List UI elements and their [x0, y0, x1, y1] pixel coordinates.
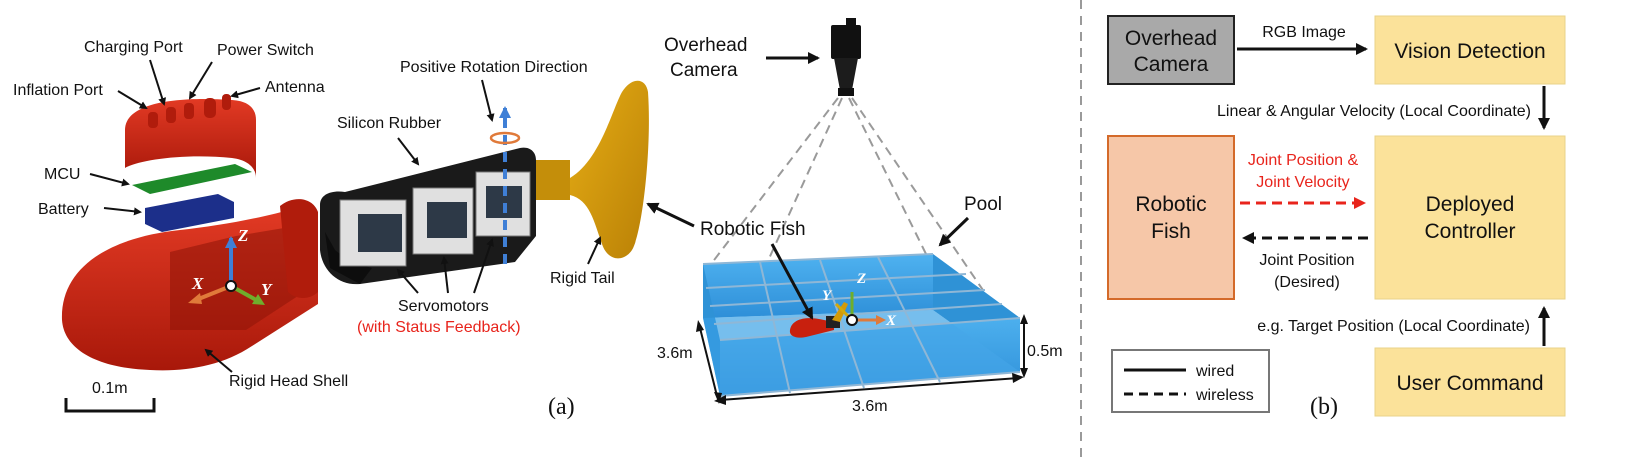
pool-axis-x: X — [885, 313, 897, 329]
label-battery: Battery — [38, 201, 89, 218]
edge-rgb-image-label: RGB Image — [1262, 24, 1346, 41]
label-mcu: MCU — [44, 166, 80, 183]
edge-rgb-image: RGB Image — [1237, 24, 1368, 55]
label-inflation-port: Inflation Port — [13, 82, 103, 99]
camera-icon — [831, 18, 861, 96]
edge-target-position: e.g. Target Position (Local Coordinate) — [1257, 306, 1550, 346]
system-diagram: Overhead Camera Vision Detection Robotic… — [1107, 15, 1566, 420]
edge-velocity-label: Linear & Angular Velocity (Local Coordin… — [1217, 103, 1531, 120]
legend: wired wireless — [1111, 349, 1270, 413]
box-overhead-camera: Overhead Camera — [1107, 15, 1235, 85]
tail — [536, 80, 649, 259]
edge-velocity: Linear & Angular Velocity (Local Coordin… — [1217, 86, 1550, 130]
box-controller-line1: Deployed — [1426, 193, 1515, 216]
axis-z-label: Z — [237, 226, 248, 245]
label-robotic-fish: Robotic Fish — [700, 219, 806, 240]
servo-1 — [339, 199, 407, 267]
label-pool: Pool — [964, 194, 1002, 215]
scale-bar-label: 0.1m — [92, 380, 128, 397]
pool-axis-z: Z — [856, 271, 866, 287]
label-overhead-line2: Camera — [670, 60, 738, 81]
edge-joint-desired-line1: Joint Position — [1259, 252, 1354, 269]
box-controller-line2: Controller — [1424, 220, 1515, 243]
label-antenna: Antenna — [265, 79, 325, 96]
edge-joint-desired: Joint Position (Desired) — [1242, 232, 1368, 291]
body-axes: Z X Y — [188, 226, 273, 305]
battery-block — [145, 194, 234, 232]
label-overhead-line1: Overhead — [664, 35, 747, 56]
box-user-command: User Command — [1374, 347, 1566, 417]
camera-pool-scene: Overhead Camera — [646, 18, 1063, 415]
edge-joint-state-line1: Joint Position & — [1248, 152, 1359, 169]
edge-joint-state-line2: Joint Velocity — [1256, 174, 1349, 191]
head-body — [61, 199, 318, 371]
edge-joint-desired-line2: (Desired) — [1274, 274, 1340, 291]
edge-joint-state: Joint Position & Joint Velocity — [1240, 152, 1366, 209]
legend-wired-label: wired — [1195, 363, 1234, 380]
box-robotic-fish-line2: Fish — [1151, 220, 1191, 243]
box-deployed-controller: Deployed Controller — [1374, 135, 1566, 300]
pool — [702, 253, 1021, 397]
pool-depth-label: 3.6m — [657, 345, 693, 362]
scale-bar: 0.1m — [64, 380, 156, 413]
pool-fish: X Y Z — [789, 271, 897, 338]
pool-width-label: 3.6m — [852, 398, 888, 415]
mcu-board — [132, 164, 252, 194]
panel-a-labels: Charging Port Power Switch Inflation Por… — [13, 39, 615, 420]
box-vision-detection-label: Vision Detection — [1394, 40, 1545, 63]
axis-y-label: Y — [261, 280, 273, 299]
legend-wireless-label: wireless — [1195, 387, 1254, 404]
box-user-command-label: User Command — [1396, 372, 1543, 395]
label-positive-rotation: Positive Rotation Direction — [400, 59, 588, 76]
pool-height-label: 0.5m — [1027, 343, 1063, 360]
pool-axis-y: Y — [822, 288, 833, 304]
robot-exploded-view: Z X Y — [61, 80, 649, 371]
box-vision-detection: Vision Detection — [1374, 15, 1566, 85]
label-power-switch: Power Switch — [217, 42, 314, 59]
label-silicon-rubber: Silicon Rubber — [337, 115, 442, 132]
box-robotic-fish-line1: Robotic — [1135, 193, 1206, 216]
label-charging-port: Charging Port — [84, 39, 183, 56]
panel-b-tag: (b) — [1310, 394, 1338, 420]
label-rigid-tail: Rigid Tail — [550, 270, 615, 287]
label-rigid-head-shell: Rigid Head Shell — [229, 373, 348, 390]
rotation-indicator — [489, 131, 521, 145]
box-overhead-camera-line2: Camera — [1134, 53, 1209, 76]
box-robotic-fish: Robotic Fish — [1107, 135, 1235, 300]
box-overhead-camera-line1: Overhead — [1125, 27, 1217, 50]
panel-a-tag: (a) — [548, 394, 575, 420]
label-servomotors: Servomotors — [398, 298, 489, 315]
servo-2 — [412, 187, 474, 255]
top-shell — [125, 94, 256, 178]
pool-dimensions: 3.6m 3.6m 0.5m — [657, 314, 1063, 415]
edge-target-position-label: e.g. Target Position (Local Coordinate) — [1257, 318, 1530, 335]
axis-x-label: X — [191, 274, 204, 293]
label-status-feedback: (with Status Feedback) — [357, 319, 521, 336]
